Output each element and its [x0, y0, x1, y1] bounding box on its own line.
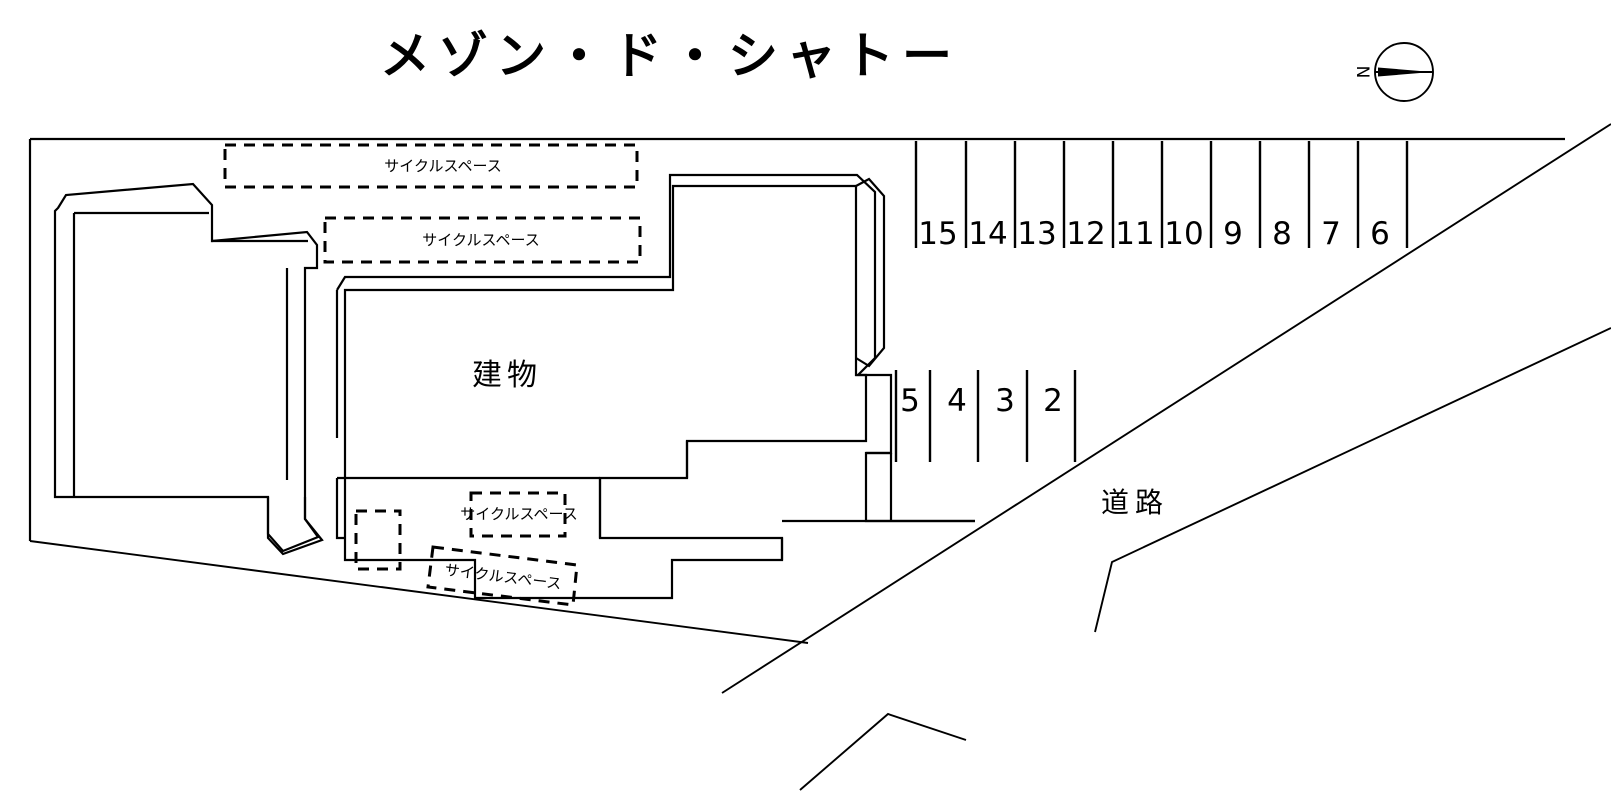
- parking-stall-label: 8: [1272, 216, 1292, 252]
- cycle-space-5: [354, 509, 402, 571]
- cycle-space-1: サイクルスペース: [223, 143, 639, 189]
- building-right-wing: [855, 177, 886, 368]
- parking-stall-label: 2: [1043, 383, 1063, 419]
- compass-rose: N: [1352, 42, 1434, 102]
- cycle-space-2: サイクルスペース: [323, 216, 642, 264]
- parking-stall-label: 15: [918, 216, 957, 252]
- building-label: 建物: [472, 358, 542, 393]
- building-left-notch: [266, 497, 320, 553]
- road-label: 道路: [1101, 486, 1169, 519]
- compass-north-label: N: [1352, 66, 1372, 79]
- cycle-space-label: サイクルスペース: [460, 505, 577, 523]
- parking-stall-label: 4: [947, 383, 967, 419]
- parking-stall-label: 7: [1321, 216, 1341, 252]
- cycle-space-label: サイクルスペース: [444, 561, 563, 593]
- parking-stall-label: 9: [1223, 216, 1243, 252]
- cycle-space-label: サイクルスペース: [422, 231, 539, 249]
- parking-top-row: 15 14 13 12 11 10 9 8 7 6: [914, 141, 1409, 252]
- parking-bottom-row: 5 4 3 2: [894, 370, 1077, 462]
- road-lines: [721, 123, 1611, 791]
- cycle-space-label: サイクルスペース: [384, 157, 501, 175]
- cycle-space-3: サイクルスペース: [460, 491, 578, 538]
- parking-stall-label: 10: [1164, 216, 1203, 252]
- parking-stall-label: 13: [1017, 216, 1056, 252]
- page-title: メゾン・ド・シャトー: [380, 27, 960, 85]
- parking-stall-label: 14: [968, 216, 1007, 252]
- parking-stall-label: 6: [1370, 216, 1390, 252]
- parking-stall-label: 11: [1115, 216, 1154, 252]
- parking-stall-label: 12: [1066, 216, 1105, 252]
- parking-stall-label: 3: [995, 383, 1015, 419]
- site-boundary: [28, 137, 1565, 644]
- building-lower-steps: [335, 441, 975, 560]
- parking-stall-label: 5: [900, 383, 920, 419]
